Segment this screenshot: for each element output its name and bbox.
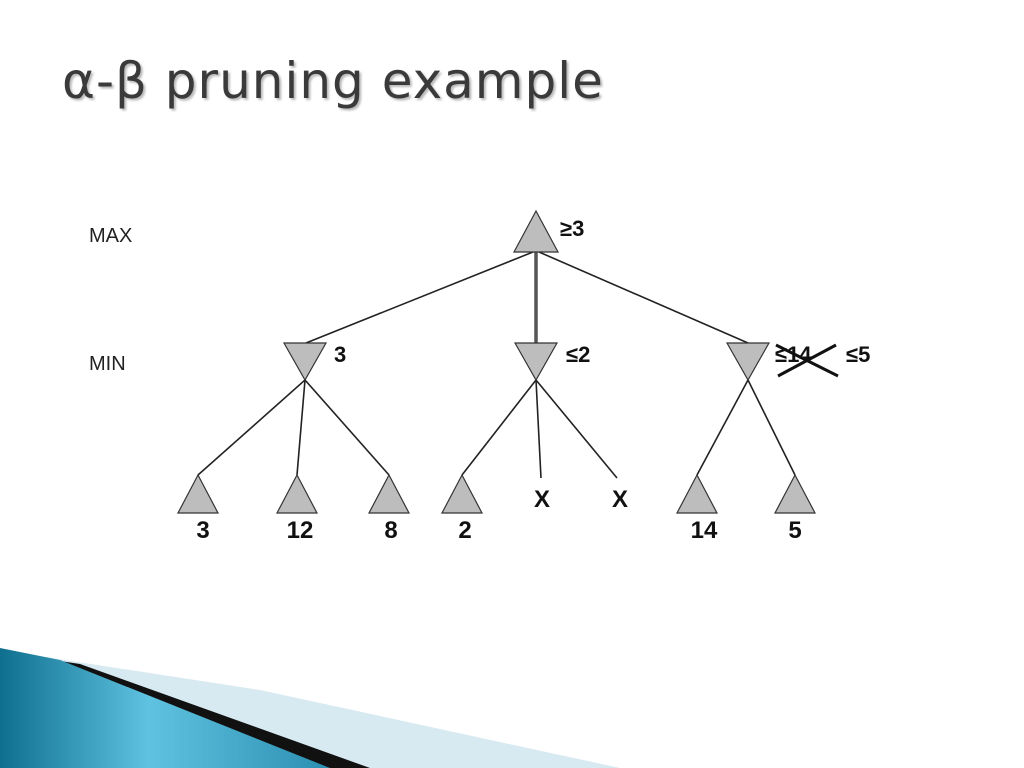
leaf-node-3 — [368, 473, 410, 514]
min-node-2 — [513, 342, 559, 382]
edge-root-min3 — [538, 251, 749, 344]
min-node-3-value: ≤5 — [846, 342, 870, 367]
max-root-node — [512, 209, 560, 253]
root-value-label: ≥3 — [560, 216, 584, 241]
leaf-value-2: 12 — [287, 517, 314, 544]
leaf-value-3: 8 — [384, 517, 397, 544]
min-node-1-value: 3 — [334, 342, 346, 367]
edge-root-min1 — [305, 251, 534, 344]
edge-min3-leaf8 — [747, 379, 796, 476]
edge-min1-leaf3 — [304, 379, 390, 476]
level-label-max: MAX — [89, 225, 132, 247]
leaf-value-4: 2 — [458, 517, 471, 544]
edge-min2-leaf4 — [461, 379, 537, 476]
leaf-node-1 — [177, 473, 219, 514]
slide-title: α-β pruning example — [62, 52, 604, 110]
leaf-node-2 — [276, 473, 318, 514]
leaf-value-7: 14 — [691, 517, 718, 544]
leaf-value-1: 3 — [196, 517, 209, 544]
strikethrough-line-2 — [777, 343, 837, 378]
leaf-node-4 — [441, 473, 483, 514]
pruned-leaf-mark-1: X — [534, 486, 550, 513]
edge-min1-leaf1 — [197, 379, 306, 476]
leaf-value-8: 5 — [788, 517, 801, 544]
leaf-node-8 — [774, 473, 816, 514]
edge-min2-pruned1 — [535, 379, 542, 479]
pruned-leaf-mark-2: X — [612, 486, 628, 513]
min-node-3 — [725, 342, 771, 382]
edge-min2-pruned2 — [535, 379, 618, 479]
edge-min1-leaf2 — [296, 379, 306, 476]
ribbon-blue-band — [0, 648, 330, 768]
level-label-min: MIN — [89, 353, 126, 375]
min-node-1 — [282, 342, 328, 382]
leaf-node-7 — [676, 473, 718, 514]
min-node-2-value: ≤2 — [566, 342, 590, 367]
edge-min3-leaf7 — [696, 379, 749, 476]
